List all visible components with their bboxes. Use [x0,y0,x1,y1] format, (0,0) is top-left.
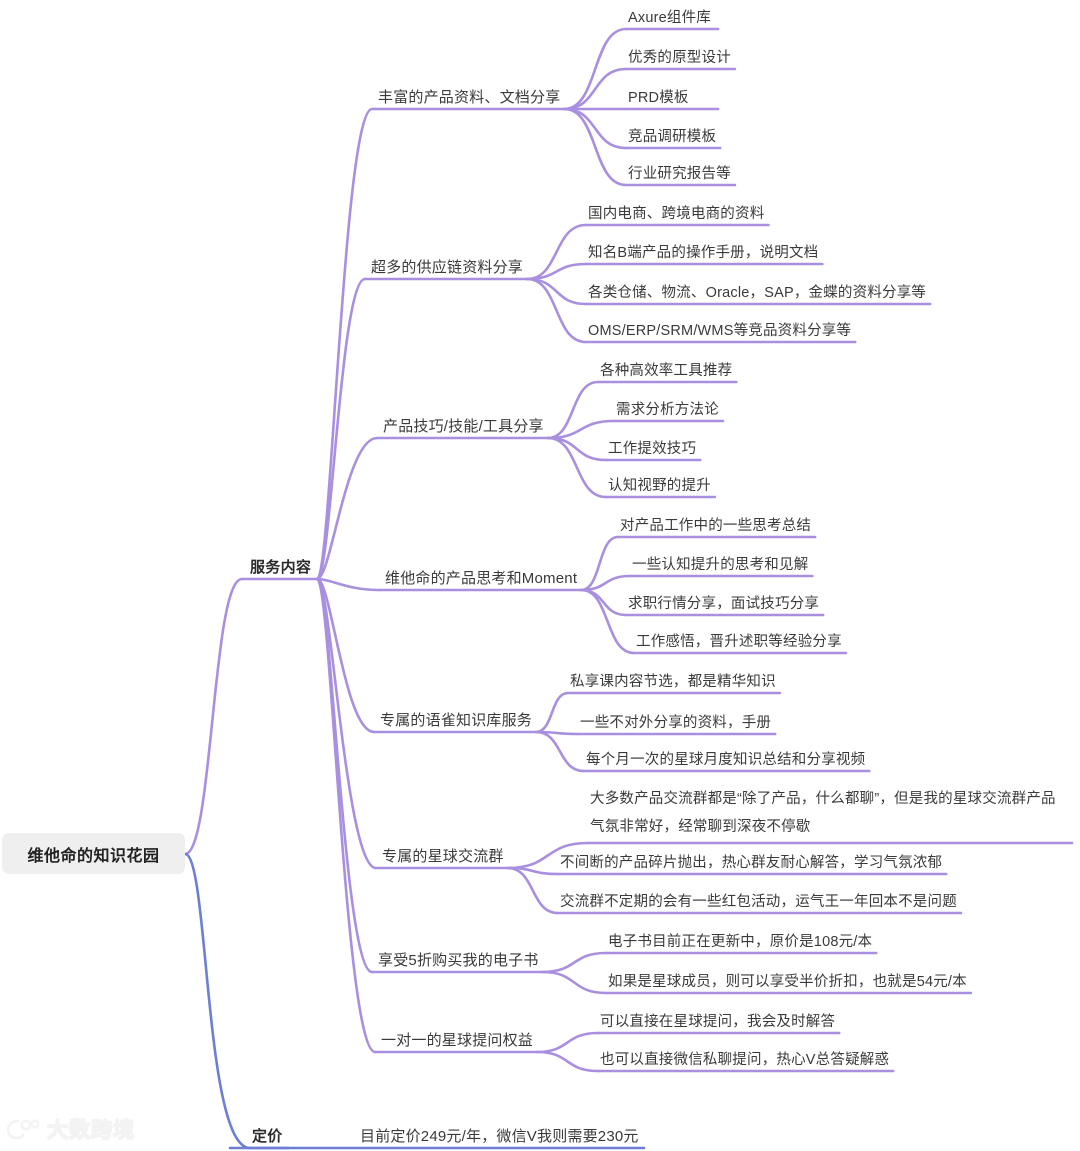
subbranch-node-0-5[interactable]: 专属的星球交流群 [382,848,504,865]
subbranch-node-0-1[interactable]: 超多的供应链资料分享 [371,259,524,276]
subbranch-node-1-0[interactable]: 目前定价249元/年，微信V我则需要230元 [360,1128,639,1145]
leaf-node-0-0-3[interactable]: 竞品调研模板 [628,129,717,145]
leaf-node-0-2-1[interactable]: 需求分析方法论 [616,402,719,418]
leaf-node-0-0-4[interactable]: 行业研究报告等 [628,166,731,182]
leaf-node-0-4-1[interactable]: 一些不对外分享的资料，手册 [580,715,772,731]
leaf-node-0-5-1[interactable]: 不间断的产品碎片抛出，热心群友耐心解答，学习气氛浓郁 [560,855,943,871]
leaf-node-0-6-1[interactable]: 如果是星球成员，则可以享受半价折扣，也就是54元/本 [608,974,967,990]
wm-logo-icon [6,1119,40,1140]
leaf-node-0-7-0[interactable]: 可以直接在星球提问，我会及时解答 [600,1014,836,1030]
leaf-node-0-0-1[interactable]: 优秀的原型设计 [628,50,731,66]
subbranch-node-0-0[interactable]: 丰富的产品资料、文档分享 [378,89,561,106]
leaf-node-0-1-0[interactable]: 国内电商、跨境电商的资料 [588,206,765,222]
leaf-node-0-7-1[interactable]: 也可以直接微信私聊提问，热心V总答疑解惑 [600,1052,890,1068]
leaf-node-0-3-3[interactable]: 工作感悟，晋升述职等经验分享 [636,634,842,650]
subbranch-node-0-2[interactable]: 产品技巧/技能/工具分享 [383,418,544,435]
leaf-node-0-1-1[interactable]: 知名B端产品的操作手册，说明文档 [588,245,819,261]
leaf-node-0-2-2[interactable]: 工作提效技巧 [608,441,697,457]
subbranch-node-0-4[interactable]: 专属的语雀知识库服务 [380,712,533,729]
leaf-node-0-3-1[interactable]: 一些认知提升的思考和见解 [632,557,809,573]
root-node[interactable]: 维他命的知识花园 [2,833,185,874]
leaf-node-0-6-0[interactable]: 电子书目前正在更新中，原价是108元/本 [608,934,873,950]
leaf-node-0-5-0[interactable]: 大多数产品交流群都是“除了产品，什么都聊”，但是我的星球交流群产品气氛非常好，经… [590,791,1056,835]
leaf-node-0-1-2[interactable]: 各类仓储、物流、Oracle，SAP，金蝶的资料分享等 [588,285,927,301]
leaf-node-0-1-3[interactable]: OMS/ERP/SRM/WMS等竞品资料分享等 [588,323,852,339]
watermark-text: 大数跨境 [46,1118,135,1143]
leaf-node-0-0-0[interactable]: Axure组件库 [628,10,711,26]
leaf-node-0-2-0[interactable]: 各种高效率工具推荐 [600,363,733,379]
leaf-node-0-3-2[interactable]: 求职行情分享，面试技巧分享 [628,596,820,612]
subbranch-node-0-3[interactable]: 维他命的产品思考和Moment [385,570,578,587]
subbranch-node-0-6[interactable]: 享受5折购买我的电子书 [378,952,539,969]
leaf-node-0-3-0[interactable]: 对产品工作中的一些思考总结 [620,518,812,534]
branch-node-1[interactable]: 定价 [252,1128,283,1145]
leaf-node-0-4-0[interactable]: 私享课内容节选，都是精华知识 [570,674,776,690]
leaf-node-0-2-3[interactable]: 认知视野的提升 [608,478,711,494]
branch-node-0[interactable]: 服务内容 [250,559,312,576]
leaf-node-0-4-2[interactable]: 每个月一次的星球月度知识总结和分享视频 [586,752,866,768]
watermark: 大数跨境 [6,1112,135,1146]
leaf-node-0-0-2[interactable]: PRD模板 [628,90,689,106]
subbranch-node-0-7[interactable]: 一对一的星球提问权益 [381,1032,534,1049]
leaf-node-0-5-2[interactable]: 交流群不定期的会有一些红包活动，运气王一年回本不是问题 [560,894,957,910]
